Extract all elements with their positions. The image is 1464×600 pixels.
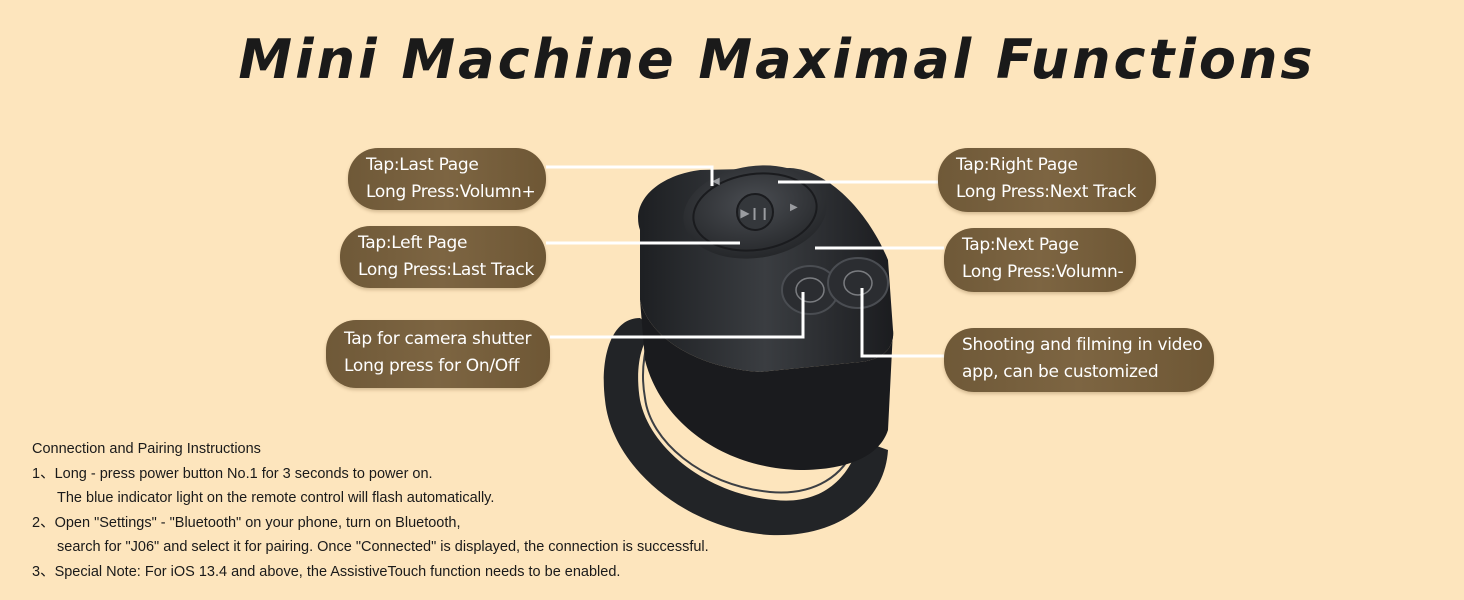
callout-mid-left-line2: Long Press:Last Track	[358, 260, 535, 280]
callout-mid-left: Tap:Left Page Long Press:Last Track	[340, 226, 546, 288]
callout-bottom-left-line2: Long press for On/Off	[344, 356, 520, 376]
svg-text:▶❙❙: ▶❙❙	[740, 206, 769, 220]
callout-bottom-left: Tap for camera shutter Long press for On…	[326, 320, 550, 388]
callout-bottom-right: Shooting and filming in video app, can b…	[944, 328, 1214, 392]
callout-top-right-line2: Long Press:Next Track	[956, 182, 1137, 202]
callout-top-right: Tap:Right Page Long Press:Next Track	[938, 148, 1156, 212]
instructions-step-1-detail: The blue indicator light on the remote c…	[57, 490, 495, 506]
instructions-step-2-detail: search for "J06" and select it for pairi…	[57, 539, 709, 555]
callout-mid-right-line1: Tap:Next Page	[962, 235, 1079, 255]
callout-mid-right-line2: Long Press:Volumn-	[962, 262, 1124, 282]
instructions-step-1: 1、Long - press power button No.1 for 3 s…	[32, 465, 433, 482]
dpad: ▶❙❙ ◀ ▶	[683, 165, 827, 259]
callout-top-right-line1: Tap:Right Page	[956, 155, 1078, 175]
instructions-heading: Connection and Pairing Instructions	[32, 441, 261, 457]
svg-text:▶: ▶	[790, 202, 798, 213]
callout-top-left-line1: Tap:Last Page	[366, 155, 479, 175]
callout-top-left-line2: Long Press:Volumn+	[366, 182, 536, 202]
callout-top-left: Tap:Last Page Long Press:Volumn+	[348, 148, 546, 210]
pairing-instructions: Connection and Pairing Instructions 1、Lo…	[32, 437, 709, 584]
callout-bottom-right-line2: app, can be customized	[962, 362, 1159, 382]
ring-band	[603, 318, 888, 536]
callout-bottom-right-line1: Shooting and filming in video	[962, 335, 1203, 355]
callout-bottom-left-line1: Tap for camera shutter	[344, 329, 532, 349]
page-title: Mini Machine Maximal Functions	[238, 28, 1316, 91]
custom-button	[827, 257, 889, 309]
callout-mid-left-line1: Tap:Left Page	[358, 233, 468, 253]
connector-lines	[546, 165, 944, 358]
callout-mid-right: Tap:Next Page Long Press:Volumn-	[944, 228, 1136, 292]
instructions-step-2: 2、Open "Settings" - "Bluetooth" on your …	[32, 514, 461, 531]
svg-text:◀: ◀	[712, 176, 720, 187]
instructions-step-3: 3、Special Note: For iOS 13.4 and above, …	[32, 563, 621, 580]
